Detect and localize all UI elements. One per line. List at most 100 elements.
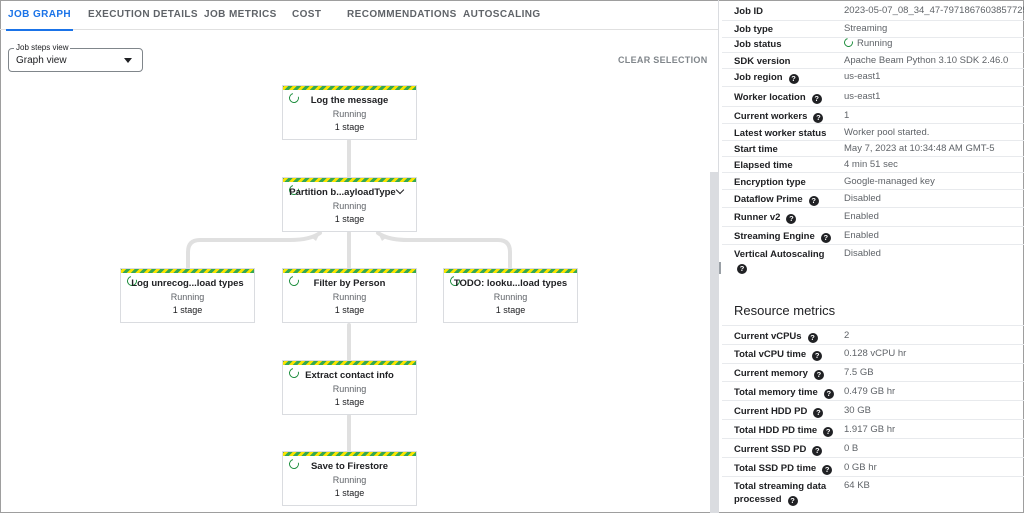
row-divider — [722, 20, 1024, 21]
node-status: Running — [332, 109, 367, 119]
running-stripe — [283, 452, 416, 456]
dropdown-arrow-icon — [124, 58, 132, 63]
node-title: Log the message — [310, 95, 389, 106]
metric-value: 0 GB hr — [844, 462, 877, 473]
graph-node-extract-contact-info[interactable]: Extract contact info Running 1 stage — [282, 360, 417, 415]
help-icon[interactable]: ? — [813, 370, 824, 380]
row-divider — [722, 172, 1024, 173]
metric-key-with-help: Total vCPU time? — [734, 348, 842, 361]
tab-cost[interactable]: COST — [292, 9, 322, 20]
row-divider — [722, 344, 1024, 345]
metric-key: Total memory time — [734, 387, 818, 398]
job-steps-view-select[interactable]: Job steps view Graph view — [8, 43, 143, 72]
node-stages: 1 stage — [334, 214, 365, 224]
metric-value: 0.128 vCPU hr — [844, 348, 907, 359]
row-divider — [722, 52, 1024, 53]
help-icon[interactable]: ? — [820, 233, 831, 243]
info-value: Apache Beam Python 3.10 SDK 2.46.0 — [844, 55, 1009, 66]
help-icon[interactable]: ? — [811, 94, 822, 104]
info-key-with-help: Current workers? — [734, 110, 842, 123]
tab-job-graph[interactable]: JOB GRAPH — [5, 0, 74, 31]
node-stages: 1 stage — [334, 488, 365, 498]
help-icon[interactable]: ? — [786, 214, 797, 224]
metric-value: 0 B — [844, 443, 859, 454]
tab-recommendations[interactable]: RECOMMENDATIONS — [347, 9, 457, 20]
graph-node-log-unrecognized[interactable]: Log unrecog...load types Running 1 stage — [120, 268, 255, 323]
help-icon[interactable]: ? — [787, 496, 798, 506]
metric-key: Total streaming data processed — [734, 481, 827, 505]
row-divider — [722, 363, 1024, 364]
graph-node-log-the-message[interactable]: Log the message Running 1 stage — [282, 85, 417, 140]
help-icon[interactable]: ? — [808, 196, 819, 206]
edge-partition-to-log-unrecognized — [186, 231, 322, 269]
info-key: Runner v2 — [734, 212, 781, 223]
graph-node-filter-by-person[interactable]: Filter by Person Running 1 stage — [282, 268, 417, 323]
metric-value: 30 GB — [844, 405, 871, 416]
clear-selection-button[interactable]: CLEAR SELECTION — [618, 55, 708, 65]
metric-key: Current SSD PD — [734, 444, 807, 455]
resize-handle-icon[interactable] — [719, 262, 721, 274]
row-divider — [722, 86, 1024, 87]
help-icon[interactable]: ? — [813, 113, 824, 123]
graph-node-todo-lookup[interactable]: TODO: looku...load types Running 1 stage — [443, 268, 578, 323]
row-divider — [722, 244, 1024, 245]
row-divider — [722, 226, 1024, 227]
graph-scrollbar[interactable] — [710, 172, 718, 513]
info-value: Streaming — [844, 23, 888, 34]
info-key: Current workers — [734, 111, 808, 122]
help-icon[interactable]: ? — [813, 408, 824, 418]
metric-key: Total HDD PD time — [734, 425, 818, 436]
resource-metrics-title: Resource metrics — [734, 303, 836, 318]
node-stages: 1 stage — [334, 397, 365, 407]
tab-job-metrics[interactable]: JOB METRICS — [204, 9, 277, 20]
row-divider — [722, 106, 1024, 107]
metric-key-with-help: Total HDD PD time? — [734, 424, 842, 437]
graph-node-save-to-firestore[interactable]: Save to Firestore Running 1 stage — [282, 451, 417, 506]
info-key-with-help: Job region? — [734, 71, 842, 84]
help-icon[interactable]: ? — [822, 465, 833, 475]
node-title: Log unrecog...load types — [131, 278, 244, 289]
node-title: Save to Firestore — [310, 461, 389, 472]
help-icon[interactable]: ? — [812, 446, 823, 456]
help-icon[interactable]: ? — [807, 333, 818, 343]
tab-bar: JOB GRAPH EXECUTION DETAILS JOB METRICS … — [0, 0, 718, 31]
node-status: Running — [332, 384, 367, 394]
edge-arrowhead — [378, 233, 387, 241]
help-icon[interactable]: ? — [823, 427, 834, 437]
metric-key: Current vCPUs — [734, 331, 802, 342]
info-value: Disabled — [844, 193, 881, 204]
node-title: TODO: looku...load types — [453, 278, 568, 289]
row-divider — [722, 325, 1024, 326]
metric-key-with-help: Current memory? — [734, 367, 842, 380]
node-stages: 1 stage — [334, 122, 365, 132]
running-stripe — [444, 269, 577, 273]
info-key: Latest worker status — [734, 128, 827, 139]
metric-value: 1.917 GB hr — [844, 424, 896, 435]
help-icon[interactable]: ? — [812, 351, 823, 361]
metric-key: Total SSD PD time — [734, 463, 817, 474]
tab-execution-details[interactable]: EXECUTION DETAILS — [88, 9, 198, 20]
help-icon[interactable]: ? — [737, 264, 747, 274]
info-key-with-help: Vertical Autoscaling? — [734, 248, 842, 274]
metric-key-with-help: Total streaming data processed? — [734, 480, 842, 506]
info-value: Enabled — [844, 211, 879, 222]
graph-edges — [186, 139, 512, 452]
metric-key: Total vCPU time — [734, 349, 807, 360]
node-title: Extract contact info — [305, 370, 394, 381]
node-title: Filter by Person — [313, 278, 386, 289]
help-icon[interactable]: ? — [788, 74, 799, 84]
metric-key-with-help: Current vCPUs? — [734, 330, 842, 343]
info-value-status: Running — [842, 36, 892, 49]
metric-key-with-help: Current HDD PD? — [734, 405, 842, 418]
row-divider — [722, 381, 1024, 382]
graph-node-partition[interactable]: Partition b...ayloadType Running 1 stage — [282, 177, 417, 232]
info-value: Disabled — [844, 248, 881, 259]
info-key-with-help: Streaming Engine? — [734, 230, 846, 243]
info-key: Encryption type — [734, 177, 806, 188]
info-value: Google-managed key — [844, 176, 935, 187]
row-divider — [722, 419, 1024, 420]
help-icon[interactable]: ? — [823, 389, 834, 399]
info-key: Job status — [734, 39, 782, 50]
edge-arrowhead — [311, 233, 320, 241]
tab-autoscaling[interactable]: AUTOSCALING — [463, 9, 541, 20]
